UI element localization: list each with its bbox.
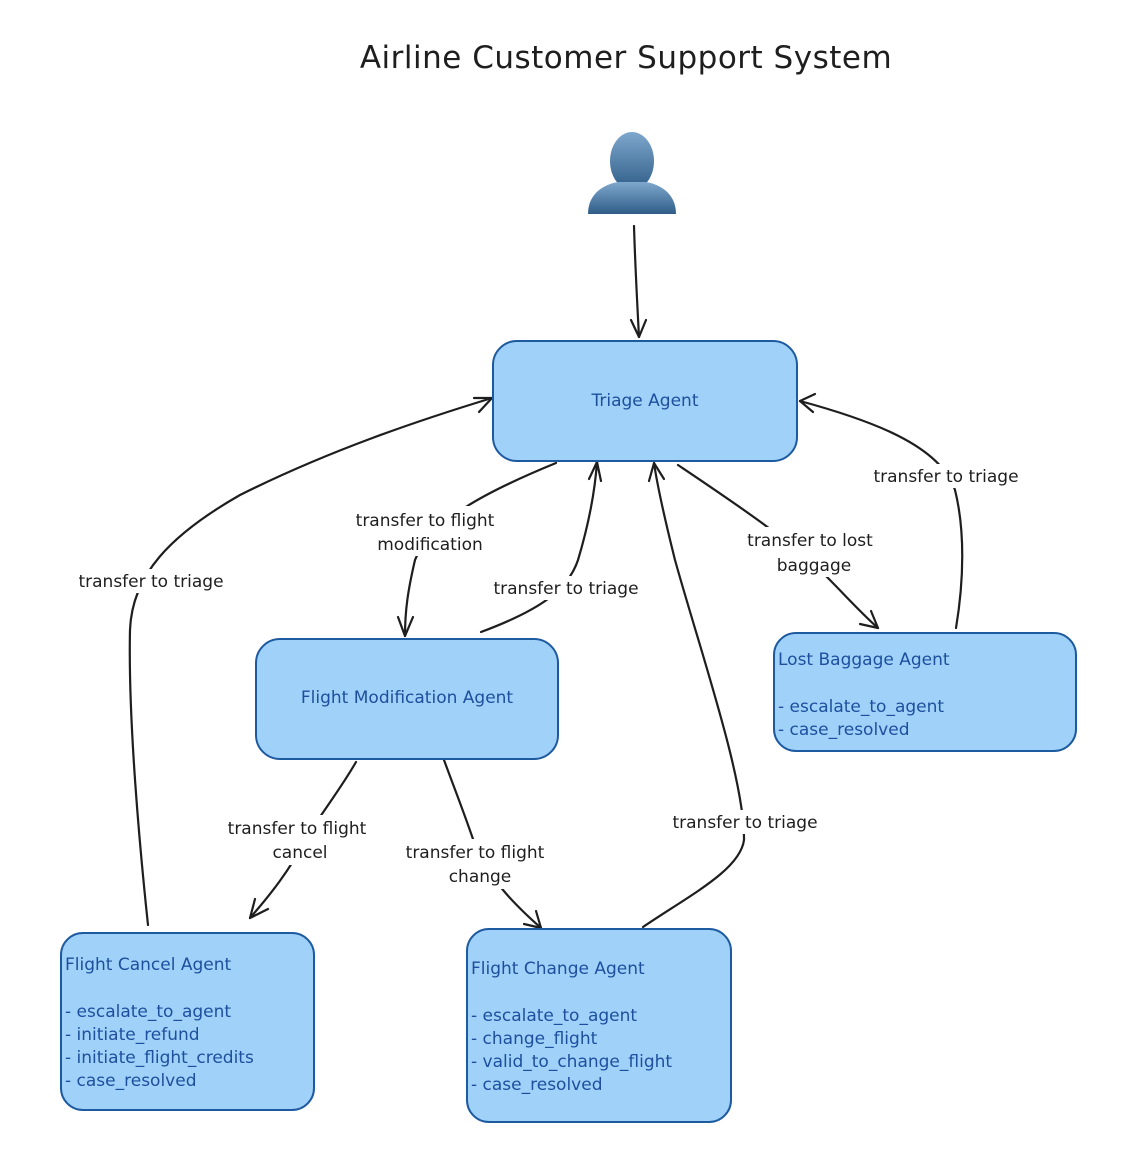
edge-label-to-flight-modification: transfer to flight modification — [340, 506, 510, 556]
edge-label-line: change — [449, 867, 512, 887]
node-item: - initiate_refund — [65, 1025, 200, 1045]
node-item: - escalate_to_agent — [471, 1006, 637, 1026]
node-lost-baggage-agent[interactable]: Lost Baggage Agent - escalate_to_agent -… — [773, 632, 1077, 752]
edge-label-line: baggage — [777, 556, 851, 576]
edge-label-line: transfer to triage — [493, 579, 638, 599]
node-flight-change-agent[interactable]: Flight Change Agent - escalate_to_agent … — [466, 928, 732, 1123]
edge-label-cancel-to-triage: transfer to triage — [62, 569, 240, 593]
edge-label-to-flight-change: transfer to flight change — [390, 839, 562, 889]
node-title: Triage Agent — [591, 391, 699, 411]
node-item: - valid_to_change_flight — [471, 1052, 672, 1072]
node-flight-cancel-agent[interactable]: Flight Cancel Agent - escalate_to_agent … — [60, 932, 315, 1111]
edge-label-change-to-triage: transfer to triage — [656, 810, 834, 834]
node-title: Flight Modification Agent — [301, 688, 514, 708]
node-item: - case_resolved — [471, 1075, 602, 1095]
node-title: Lost Baggage Agent — [778, 650, 950, 670]
edge-label-mod-to-triage: transfer to triage — [478, 576, 656, 600]
edge-label-line: transfer to triage — [78, 572, 223, 592]
node-item: - case_resolved — [778, 720, 909, 740]
edge-label-line: transfer to flight — [356, 511, 495, 531]
edge-label-to-flight-cancel: transfer to flight cancel — [212, 815, 384, 865]
edge-lost-baggage-to-triage — [798, 392, 964, 630]
user-icon — [588, 132, 676, 214]
edge-user-to-triage — [629, 224, 648, 339]
node-item: - initiate_flight_credits — [65, 1048, 254, 1068]
edge-label-line: cancel — [272, 843, 327, 863]
node-item: - case_resolved — [65, 1071, 196, 1091]
node-title: Flight Cancel Agent — [65, 955, 232, 975]
node-item: - escalate_to_agent — [65, 1002, 231, 1022]
edge-label-line: transfer to flight — [228, 819, 367, 839]
node-flight-modification-agent[interactable]: Flight Modification Agent — [255, 638, 559, 760]
edge-flight-change-to-triage — [641, 461, 746, 929]
node-item: - escalate_to_agent — [778, 697, 944, 717]
edge-label-line: transfer to flight — [406, 843, 545, 863]
diagram-title: Airline Customer Support System — [360, 40, 892, 76]
edge-label-line: modification — [377, 535, 483, 555]
edge-label-baggage-to-triage: transfer to triage — [858, 464, 1036, 488]
node-item: - change_flight — [471, 1029, 598, 1049]
edge-label-line: transfer to triage — [873, 467, 1018, 487]
edge-label-line: transfer to lost — [747, 531, 873, 551]
edge-label-line: transfer to triage — [672, 813, 817, 833]
edge-label-to-lost-baggage: transfer to lost baggage — [730, 527, 890, 577]
node-title: Flight Change Agent — [471, 959, 645, 979]
node-triage-agent[interactable]: Triage Agent — [492, 340, 798, 462]
